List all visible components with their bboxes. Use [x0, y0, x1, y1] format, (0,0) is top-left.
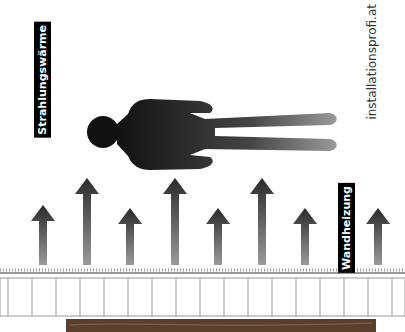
heat-arrow: [293, 208, 317, 265]
heat-arrow: [206, 208, 230, 265]
heat-arrow: [75, 178, 99, 265]
label-band: Wandheizung: [338, 183, 355, 273]
watermark: installationsprofi.at: [365, 4, 379, 120]
wood-floor: [66, 319, 376, 332]
heat-arrow: [366, 208, 390, 265]
heat-arrow: [118, 208, 142, 265]
person-head: [87, 116, 119, 148]
label-band: Strahlungswärme: [34, 22, 51, 138]
person-silhouette: [117, 99, 337, 170]
heat-arrows: [31, 178, 390, 265]
heat-arrow: [163, 178, 187, 265]
band-text: Wandheizung: [340, 186, 353, 270]
tile-joints: [8, 278, 392, 316]
band-text: Strahlungswärme: [36, 25, 49, 135]
floor-tiles: [0, 278, 405, 316]
wood-grain: [70, 323, 372, 325]
heat-arrow: [31, 205, 55, 265]
heat-arrow: [250, 178, 274, 265]
